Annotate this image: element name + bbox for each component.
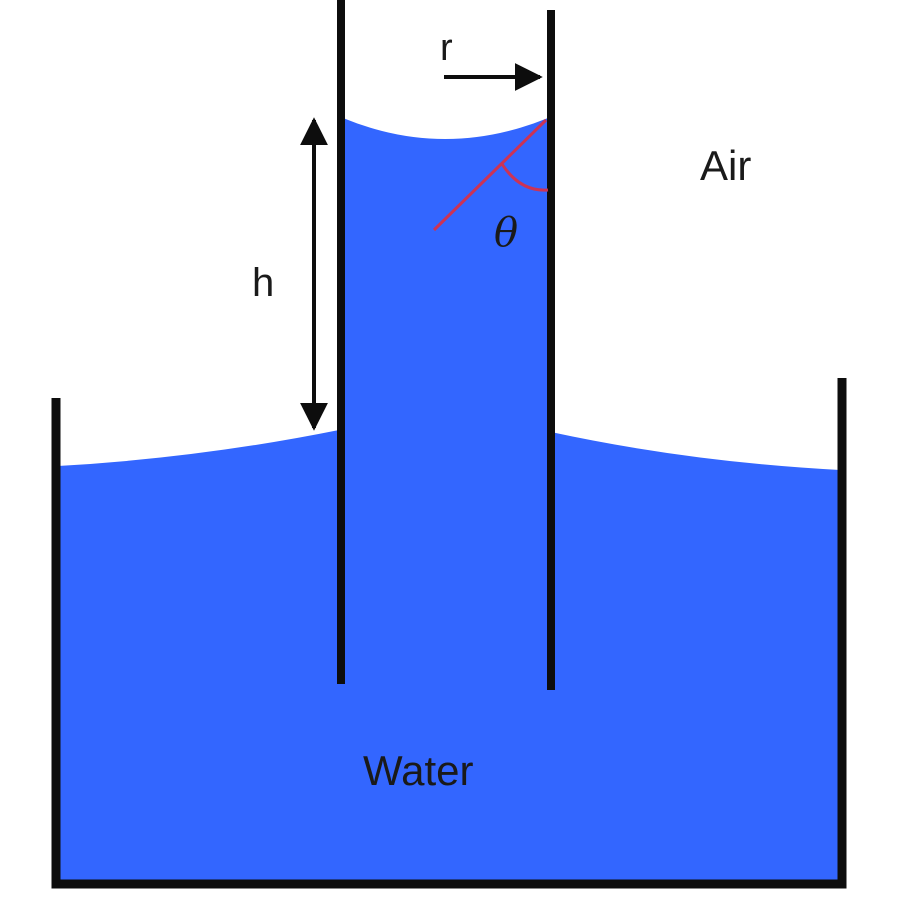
container-wall <box>51 378 847 889</box>
water-label: Water <box>363 747 473 794</box>
angle-label: θ <box>494 210 518 256</box>
tube-water-column <box>343 118 548 690</box>
contact-angle-arc <box>500 163 549 192</box>
contact-angle-tangent <box>432 118 548 232</box>
container-water <box>58 430 840 884</box>
air-label: Air <box>700 142 751 189</box>
height-label: h <box>252 261 274 305</box>
radius-label: r <box>440 27 453 69</box>
